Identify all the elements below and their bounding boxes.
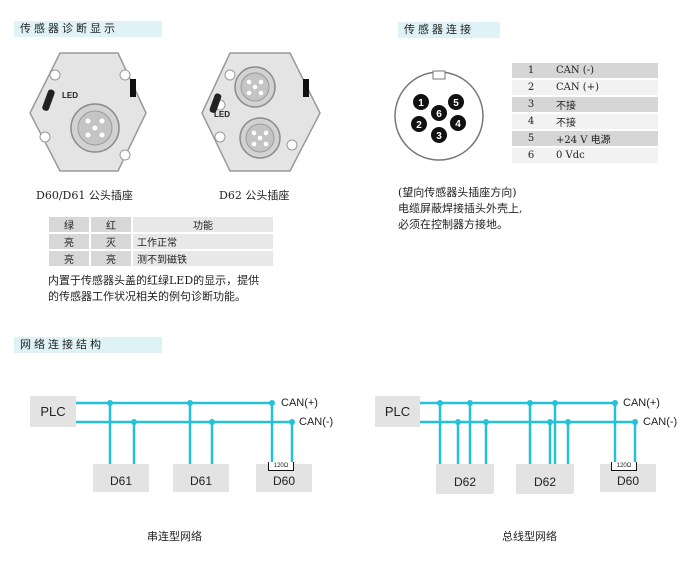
can-plus-label-bus: CAN(+) [623, 397, 660, 409]
pin-3-label: 3 [436, 131, 442, 142]
pin-function: +24 V 电源 [550, 131, 658, 146]
node-d61-2: D61 [173, 464, 229, 492]
d60-d61-connector-drawing [29, 52, 147, 172]
description-line: 的传感器工作状况相关的例句诊断功能。 [48, 290, 246, 303]
bus-network-caption: 总线型网络 [502, 530, 557, 543]
section-header-connection: 传感器连接 [398, 22, 500, 38]
header-green: 绿 [49, 217, 89, 232]
can-minus-label-serial: CAN(-) [299, 416, 334, 428]
d62-connector-drawing [201, 52, 321, 172]
pin-function: CAN (+) [550, 80, 658, 95]
cell-function: 工作正常 [133, 234, 273, 249]
note-line: 电缆屏蔽焊接插头外壳上, [398, 202, 523, 215]
plc-box-bus: PLC [375, 396, 420, 427]
note-line: 必须在控制器方接地。 [398, 218, 508, 231]
cell-red: 亮 [91, 251, 131, 266]
pin-function: 不接 [550, 97, 658, 112]
bus-network-lines [420, 401, 637, 464]
serial-network-lines [76, 401, 294, 464]
junction-dots [107, 400, 638, 425]
led-table-header: 绿 红 功能 [49, 217, 273, 232]
section-header-network: 网络连接结构 [14, 337, 162, 353]
diagnostics-description: 内置于传感器头盖的红绿LED的显示，提供 的传感器工作状况相关的例句诊断功能。 [48, 273, 259, 305]
resistor-serial: 120Ω [268, 462, 294, 471]
pin-5-label: 5 [453, 98, 459, 109]
cell-green: 亮 [49, 234, 89, 249]
pin-function: CAN (-) [550, 63, 658, 78]
node-d61-1: D61 [93, 464, 149, 492]
description-line: 内置于传感器头盖的红绿LED的显示，提供 [48, 274, 260, 287]
can-plus-label-serial: CAN(+) [281, 397, 318, 409]
led-label-left: LED [62, 91, 78, 100]
table-row: 亮 灭 工作正常 [49, 234, 273, 249]
serial-network-caption: 串连型网络 [147, 530, 202, 543]
pin-number: 4 [512, 114, 550, 129]
can-minus-label-bus: CAN(-) [643, 416, 678, 428]
cell-function: 测不到磁铁 [133, 251, 273, 266]
pin-2-label: 2 [416, 120, 422, 131]
d60-d61-caption: D60/D61 公头插座 [36, 189, 133, 202]
connection-notes: (望向传感器头插座方向) 电缆屏蔽焊接插头外壳上, 必须在控制器方接地。 [398, 185, 523, 233]
pin-1-label: 1 [418, 98, 424, 109]
note-line: (望向传感器头插座方向) [398, 186, 517, 199]
pin-number: 1 [512, 63, 550, 78]
pin-diagram: 1 2 3 4 5 6 [394, 70, 484, 161]
node-d62-2: D62 [516, 464, 574, 494]
pin-6-label: 6 [436, 109, 442, 120]
section-header-diagnostics: 传感器诊断显示 [14, 21, 162, 37]
connector-drawings: LED LED [29, 52, 321, 172]
pin-number: 5 [512, 131, 550, 146]
table-row: 5+24 V 电源 [512, 131, 658, 146]
node-d60-serial: D60 [256, 464, 312, 492]
table-row: 亮 亮 测不到磁铁 [49, 251, 273, 266]
resistor-bus: 120Ω [611, 462, 637, 471]
plc-box-serial: PLC [30, 396, 76, 427]
pin-function: 0 Vdc [550, 148, 658, 163]
cell-green: 亮 [49, 251, 89, 266]
pin-number: 6 [512, 148, 550, 163]
d62-caption: D62 公头插座 [219, 189, 290, 202]
header-function: 功能 [133, 217, 273, 232]
pin-4-label: 4 [455, 119, 461, 130]
node-d62-1: D62 [436, 464, 494, 494]
led-status-table: 绿 红 功能 亮 灭 工作正常 亮 亮 测不到磁铁 [47, 215, 275, 268]
cell-red: 灭 [91, 234, 131, 249]
header-red: 红 [91, 217, 131, 232]
pin-number: 2 [512, 80, 550, 95]
led-label-right: LED [214, 110, 230, 119]
pin-function: 不接 [550, 114, 658, 129]
pin-number: 3 [512, 97, 550, 112]
